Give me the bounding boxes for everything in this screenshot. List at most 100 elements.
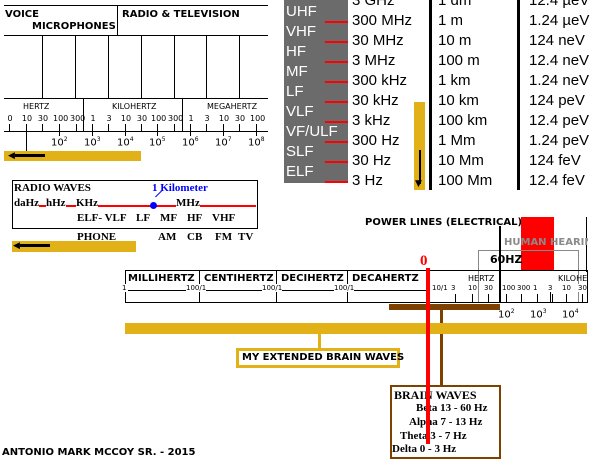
band-vhf: VHF — [212, 212, 236, 224]
sixty-hz-label: 60HZ — [490, 253, 523, 266]
power-label: 107 — [215, 136, 232, 149]
band-label: VF/ULF — [286, 123, 338, 140]
energy-cell: 12.4 feV — [529, 172, 585, 189]
frequency-cell: 30 Hz — [352, 152, 392, 169]
sub-tick-label: 3 — [451, 284, 456, 292]
kilometer-marker-label: 1 Kilometer — [152, 182, 208, 194]
power-label: 108 — [248, 136, 265, 149]
band-tick — [325, 161, 348, 163]
tick-label: 10 — [21, 114, 33, 123]
exponent: 2 — [63, 136, 68, 143]
band-tick — [325, 81, 348, 83]
human-hearing-band — [521, 217, 554, 270]
sub-tick-label: 100/1 — [262, 284, 283, 292]
tick-mark — [92, 124, 93, 131]
energy-cell: 1.24 peV — [529, 132, 590, 149]
tick-label: 100 — [250, 114, 266, 123]
beta-wave: Beta 13 - 60 Hz — [416, 402, 488, 414]
energy-cell: 1.24 neV — [529, 72, 590, 89]
band-tick — [325, 101, 348, 103]
exponent: 4 — [574, 308, 579, 315]
tick-mark — [223, 124, 224, 131]
credit: ANTONIO MARK MCCOY SR. - 2015 — [2, 447, 196, 458]
tick-mark — [125, 124, 126, 131]
tick-mark — [537, 294, 538, 302]
tick-label: 30 — [234, 114, 246, 123]
tick-mark — [582, 294, 583, 302]
brain-wave-connector — [440, 309, 443, 387]
power-label: 102 — [498, 308, 515, 321]
tick-mark — [206, 124, 207, 131]
extended-label: MY EXTENDED BRAIN WAVES — [242, 352, 405, 363]
decihertz-label: DECIHERTZ — [281, 273, 344, 284]
exponent: 8 — [260, 136, 265, 143]
tick-label: 1 — [90, 114, 96, 123]
exponent: 3 — [542, 308, 547, 315]
wavelength-cell: 10 km — [438, 92, 479, 109]
wavelength-cell: 100 km — [438, 112, 488, 129]
sub-tick-label: 1 — [122, 284, 127, 292]
tick-mark — [256, 124, 257, 131]
sub-tick-label: 10 — [562, 284, 571, 292]
tick-mark — [190, 131, 191, 136]
sub-tick-label: 100/1 — [334, 284, 355, 292]
use-cb: CB — [187, 231, 203, 243]
tick-mark — [157, 131, 158, 136]
sub-tick-label: 30 — [578, 284, 587, 292]
use-am: AM — [158, 231, 177, 243]
sub-tick-label: 10/1 — [432, 284, 448, 292]
microphones-label: MICROPHONES — [32, 21, 116, 32]
wavelength-cell: 1 dm — [438, 0, 472, 9]
tick-mark — [552, 294, 553, 302]
voice-label: VOICE — [5, 9, 39, 20]
tick-label: 300 — [70, 114, 86, 123]
left-arrow-icon: ◀ — [13, 242, 50, 251]
sub-tick-label: 1 — [533, 284, 538, 292]
tick-mark — [42, 124, 43, 131]
tick-mark — [472, 294, 473, 302]
exponent: 6 — [194, 136, 199, 143]
delta-wave: Delta 0 - 3 Hz — [392, 443, 457, 455]
brain-waves-box: BRAIN WAVES Beta 13 - 60 Hz Alpha 7 - 13… — [390, 385, 501, 459]
band-tick — [325, 41, 348, 43]
band-tick — [325, 141, 348, 143]
left-arrow-icon: ◀ — [8, 152, 45, 161]
frequency-cell: 300 Hz — [352, 132, 400, 149]
tick-mark — [59, 131, 60, 136]
band-elf-vlf: ELF- VLF — [77, 212, 127, 224]
tick-mark — [256, 131, 257, 136]
scale-dahz: daHz — [14, 197, 40, 209]
wavelength-cell: 100 m — [438, 52, 480, 69]
tick-mark — [566, 294, 567, 302]
tick-mark — [92, 131, 93, 136]
brain-waves-title: BRAIN WAVES — [394, 388, 477, 402]
power-lines-label: POWER LINES (ELECTRICAL) — [365, 217, 523, 228]
tick-mark — [108, 124, 109, 131]
sub-tick-label: 100/1 — [186, 284, 207, 292]
frequency-cell: 300 MHz — [352, 12, 413, 29]
tick-label: 30 — [37, 114, 49, 123]
exponent: 2 — [510, 308, 515, 315]
frequency-cell: 30 kHz — [352, 92, 399, 109]
tick-label: 10 — [120, 114, 132, 123]
tick-mark — [9, 124, 10, 131]
tick-mark — [141, 124, 142, 131]
use-fm: FM — [215, 231, 233, 243]
tick-mark — [59, 124, 60, 131]
tick-mark — [521, 294, 522, 302]
tick-mark — [76, 124, 77, 131]
radio-scale-line — [14, 205, 256, 207]
band-label: ELF — [286, 163, 314, 180]
kilohertz-label: KILOHE — [558, 274, 588, 283]
gold-range-bar — [4, 151, 141, 161]
radio-waves-box — [12, 180, 258, 229]
tick-label: 1 — [188, 114, 194, 123]
hertz-label: HERTZ — [23, 102, 50, 111]
millihertz-label: MILLIHERTZ — [128, 273, 195, 284]
energy-cell: 12.4 neV — [529, 52, 590, 69]
energy-cell: 1.24 µeV — [529, 12, 590, 29]
tick-mark — [239, 124, 240, 131]
scale-mhz: MHz — [176, 197, 200, 209]
centihertz-label: CENTIHERTZ — [204, 273, 274, 284]
frequency-cell: 30 MHz — [352, 32, 404, 49]
